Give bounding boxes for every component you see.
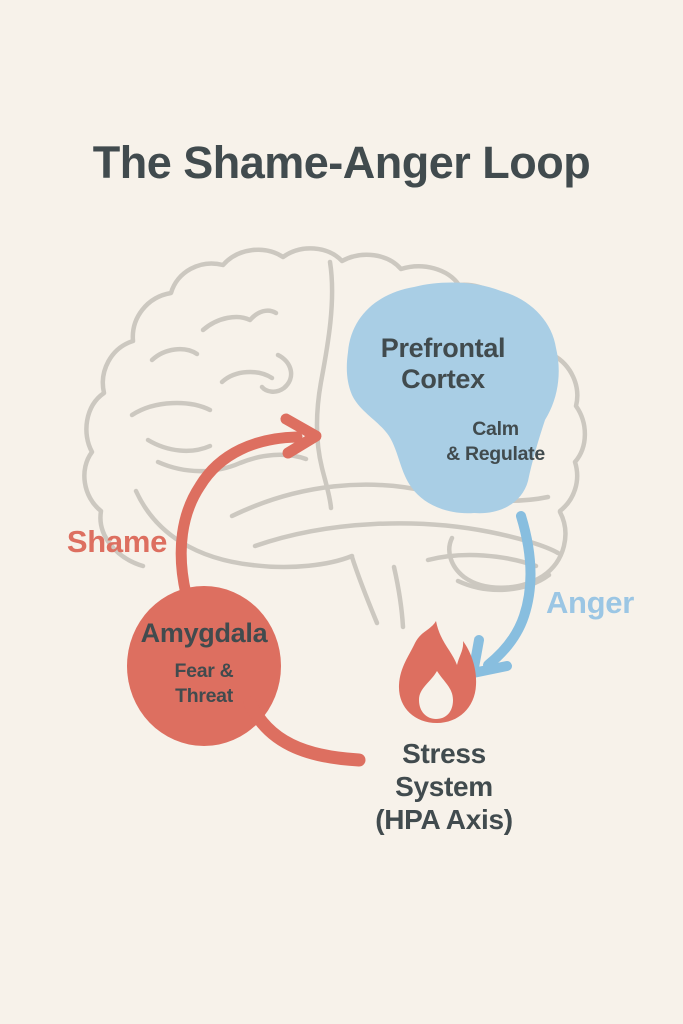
shame-edge-label: Shame <box>66 524 168 559</box>
flame-icon <box>398 621 477 723</box>
stress-system-label: Stress System (HPA Axis) <box>375 738 513 835</box>
anger-edge-label: Anger <box>545 585 635 620</box>
page-title: The Shame-Anger Loop <box>92 137 591 188</box>
amygdala-region <box>127 586 366 767</box>
amygdala-label: Amygdala <box>140 618 268 648</box>
anger-arrow <box>468 511 536 678</box>
shame-arrow <box>175 413 322 600</box>
calm-regulate-sublabel: Calm & Regulate <box>446 418 545 466</box>
fear-threat-sublabel: Fear & Threat <box>174 660 234 708</box>
prefrontal-cortex-label: Prefrontal Cortex <box>380 333 506 394</box>
prefrontal-cortex-region <box>346 282 559 514</box>
